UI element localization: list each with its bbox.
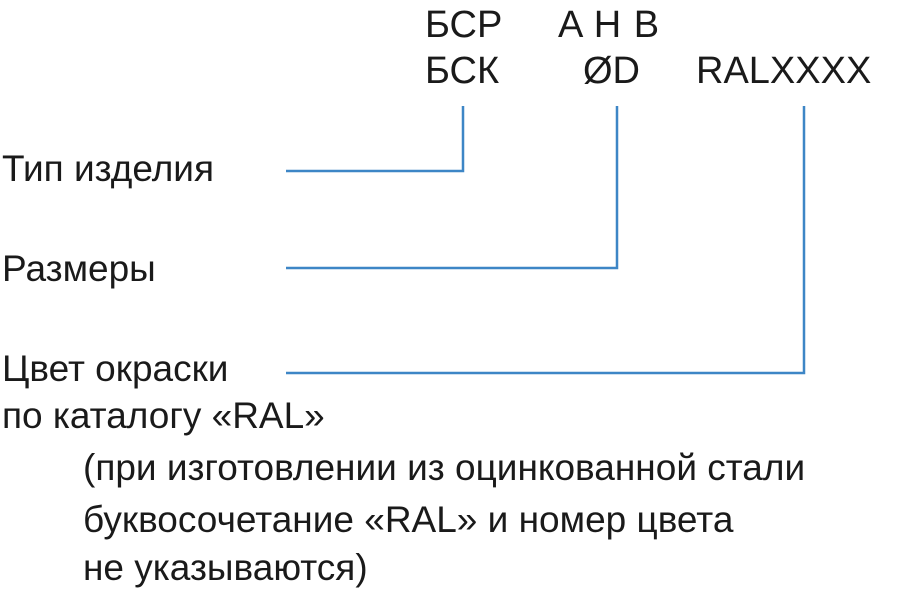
- size-code-ahb: A H B: [558, 4, 660, 46]
- note-line1: (при изготовлении из оцинкованной стали: [83, 447, 806, 488]
- leader-line-product-type: [286, 106, 465, 173]
- label-paint-color-line1: Цвет окраски: [2, 348, 229, 389]
- product-code-bsk: БСК: [425, 50, 500, 92]
- note-line2: буквосочетание «RAL» и номер цвета: [83, 499, 734, 540]
- product-code-bsr: БСР: [425, 4, 503, 46]
- size-code-diameter: ØD: [583, 50, 640, 92]
- leader-line-dimensions: [286, 106, 619, 270]
- note-line3: не указываются): [83, 547, 368, 588]
- label-product-type: Тип изделия: [2, 148, 215, 189]
- label-paint-color-line2: по каталогу «RAL»: [2, 395, 325, 436]
- color-code-ral: RALXXXX: [696, 50, 872, 92]
- leader-line-color: [286, 106, 806, 375]
- label-dimensions: Размеры: [2, 248, 156, 289]
